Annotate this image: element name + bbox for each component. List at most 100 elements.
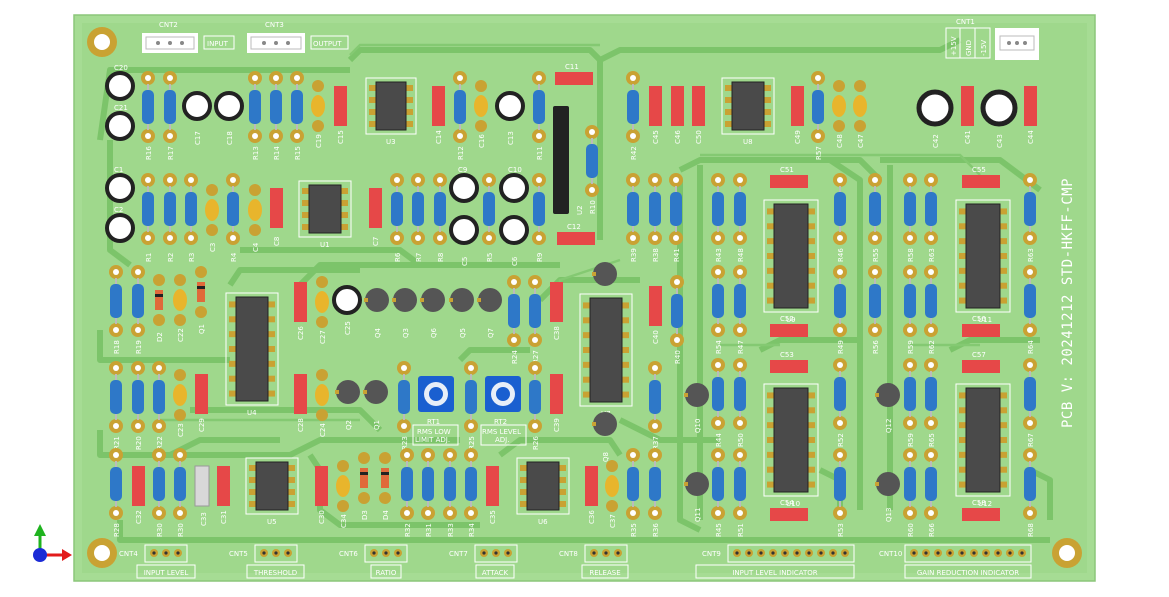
resistor: R63: [1023, 173, 1037, 262]
film-capacitor: C34: [336, 460, 350, 528]
resistor: R57: [811, 71, 825, 160]
ic-chip: U4: [225, 292, 279, 417]
ref-label: R5: [486, 253, 494, 262]
ref-label: R53: [837, 523, 845, 537]
ref-label: R41: [673, 248, 681, 262]
ref-label: C33: [200, 512, 208, 526]
ref-label: R68: [1027, 523, 1035, 537]
ref-label: C12: [567, 223, 581, 231]
resistor: R5: [482, 173, 496, 262]
cnt3-label: OUTPUT: [313, 40, 342, 48]
ref-label: C6: [511, 256, 519, 266]
connector-label: INPUT LEVEL: [144, 569, 189, 577]
connector-cnt3: CNT3 OUTPUT: [247, 21, 349, 53]
electrolytic-capacitor: [182, 91, 212, 121]
ref-label: C29: [198, 418, 206, 432]
smd-capacitor: C28: [294, 374, 307, 432]
resistor: R62: [924, 265, 938, 354]
ref-label: U11: [978, 316, 992, 324]
resistor: R6: [390, 173, 404, 262]
ic-chip: U7: [579, 293, 633, 418]
resistor: R16: [141, 71, 155, 160]
smd-capacitor: C14: [432, 86, 445, 144]
ref-label: R3: [188, 253, 196, 262]
ref-label: C4: [252, 242, 260, 252]
resistor: R68: [1023, 448, 1037, 537]
ref-label: R43: [715, 248, 723, 262]
ref-label: Q12: [885, 419, 893, 433]
film-capacitor: C19: [311, 80, 325, 148]
ref-label: U1: [320, 241, 330, 249]
resistor: R48: [733, 173, 747, 262]
smd-capacitor: C57: [962, 351, 1000, 373]
ic-chip: U11: [955, 199, 1011, 324]
ref-label: Q5: [459, 328, 467, 338]
transistor: Q5: [449, 288, 474, 338]
resistor: R1: [141, 173, 155, 262]
smd-capacitor: C31: [217, 466, 230, 524]
ref-label: Q1: [373, 420, 381, 430]
resistor: R67: [1023, 358, 1037, 447]
ref-label: U9: [786, 316, 796, 324]
ref-label: C15: [337, 130, 345, 144]
resistor: R15: [290, 71, 304, 160]
ref-label: R67: [1027, 433, 1035, 447]
smd-capacitor: C15: [334, 86, 347, 144]
ref-label: C28: [297, 418, 305, 432]
ref-label: C53: [780, 351, 794, 359]
smd-capacitor: C56: [962, 315, 1000, 337]
smd-capacitor: C30: [315, 466, 328, 524]
ic-chip: U12: [955, 383, 1011, 508]
resistor: R65: [924, 358, 938, 447]
ref-label: Q2: [345, 420, 353, 430]
connector-ref: CNT8: [559, 550, 578, 558]
ref-label: Q8: [602, 452, 610, 462]
connector-label: INPUT LEVEL INDICATOR: [732, 569, 817, 577]
power-label-n15: -15V: [980, 40, 988, 56]
ref-label: U4: [247, 409, 257, 417]
smd-capacitor: C49: [791, 86, 804, 144]
film-capacitor: C3: [205, 184, 219, 252]
smd-capacitor: C58: [962, 499, 1000, 521]
ref-label: R12: [457, 146, 465, 160]
cnt3-ref: CNT3: [265, 21, 284, 29]
ref-label: C16: [478, 134, 486, 148]
resistor: R4: [226, 173, 240, 262]
ref-label: R34: [468, 523, 476, 537]
electrolytic-capacitor: C9: [449, 166, 479, 203]
film-capacitor: C4: [248, 184, 262, 252]
resistor: R3: [184, 173, 198, 262]
film-capacitor: C24: [315, 369, 329, 437]
ref-label: R30: [156, 523, 164, 537]
ref-label: C19: [315, 134, 323, 148]
resistor: R28: [109, 448, 123, 537]
smd-capacitor: C44: [1024, 86, 1037, 144]
ic-chip: U1: [298, 180, 352, 249]
ref-label: C18: [226, 131, 234, 145]
ref-label: C51: [780, 166, 794, 174]
ref-label: R66: [928, 523, 936, 537]
ref-label: C32: [135, 510, 143, 524]
connector-ref: CNT9: [702, 550, 721, 558]
ref-label: R51: [737, 523, 745, 537]
transistor: Q12: [875, 383, 900, 433]
resistor: R58: [903, 173, 917, 262]
smd-capacitor: C11: [555, 63, 593, 85]
smd-capacitor: C52: [770, 315, 808, 337]
resistor: R60: [903, 448, 917, 537]
ref-label: R65: [928, 433, 936, 447]
resistor: R22: [152, 361, 166, 450]
ref-label: R59: [907, 340, 915, 354]
ref-label: R13: [252, 146, 260, 160]
transistor: Q10: [684, 383, 709, 433]
ref-label: C8: [273, 237, 281, 246]
connector-label: RATIO: [376, 569, 397, 577]
ref-label: C56: [972, 315, 986, 323]
ref-label: C39: [553, 418, 561, 432]
ref-label: U2: [576, 205, 584, 215]
ref-label: D2: [156, 332, 164, 342]
resistor: R66: [924, 448, 938, 537]
ref-label: R63: [928, 248, 936, 262]
connector-label: GAIN REDUCTION INDICATOR: [917, 569, 1019, 577]
